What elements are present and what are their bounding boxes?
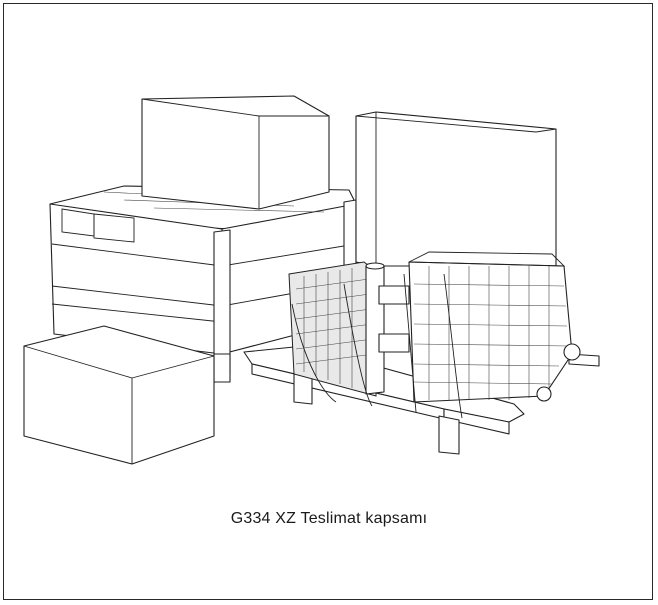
machine-assembly <box>243 251 600 455</box>
top-carton <box>141 95 330 210</box>
panel-carton <box>355 111 557 267</box>
delivery-scope-illustration <box>23 95 600 465</box>
figure-caption: G334 XZ Teslimat kapsamı <box>230 510 428 527</box>
small-carton <box>23 325 215 465</box>
figure-frame: G334 XZ Teslimat kapsamı <box>3 3 653 600</box>
